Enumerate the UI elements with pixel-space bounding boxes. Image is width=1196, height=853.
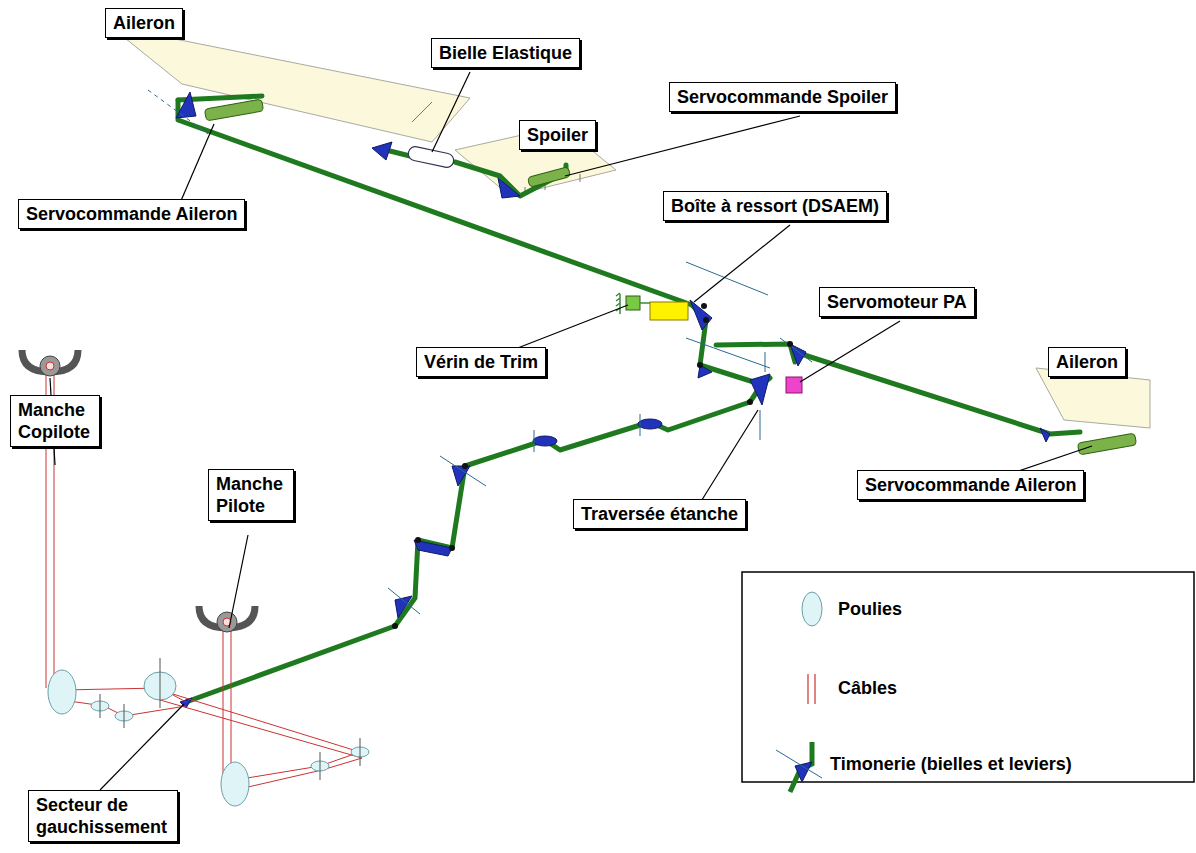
callout-label: Servomoteur PA (827, 291, 967, 313)
callout-box: Aileron (105, 8, 183, 38)
spring-box (650, 302, 688, 320)
pulleys (48, 670, 369, 806)
legend-label: Câbles (838, 677, 897, 699)
callout-box: Spoiler (519, 120, 596, 150)
callout-box: Secteur de gauchissement (28, 790, 178, 842)
callout-label: Boîte à ressort (DSAEM) (671, 195, 879, 217)
callout-label: Manche Copilote (18, 399, 92, 443)
callout-box: Vérin de Trim (416, 347, 546, 377)
trim-actuator (626, 296, 640, 310)
aileron-surface (110, 26, 470, 142)
legend-cable-sample (808, 674, 815, 704)
callout-box: Boîte à ressort (DSAEM) (663, 191, 887, 221)
callout-label: Manche Pilote (216, 473, 286, 517)
callout-box: Traversée étanche (573, 499, 746, 529)
aileron-surface (1036, 368, 1150, 428)
callout-box: Aileron (1048, 347, 1126, 377)
callout-label: Servocommande Spoiler (677, 86, 888, 108)
callout-box: Bielle Elastique (431, 38, 580, 68)
callout-label: Servocommande Aileron (26, 203, 237, 225)
callout-label: Secteur de gauchissement (36, 794, 170, 838)
callout-label: Servocommande Aileron (865, 474, 1076, 496)
callout-box: Manche Pilote (208, 469, 294, 521)
callout-label: Bielle Elastique (439, 42, 572, 64)
legend-label: Poulies (838, 598, 902, 620)
callout-label: Vérin de Trim (424, 351, 538, 373)
callout-label: Traversée étanche (581, 503, 738, 525)
pulley-axes (100, 658, 360, 780)
callout-box: Servocommande Spoiler (669, 82, 896, 112)
trim-anchor (616, 293, 650, 314)
servo-actuator (204, 99, 1136, 455)
elastic-rod (407, 145, 455, 168)
callout-box: Manche Copilote (10, 395, 100, 447)
callout-label: Aileron (113, 12, 175, 34)
callout-box: Servomoteur PA (819, 287, 975, 317)
callout-label: Spoiler (527, 124, 588, 146)
legend-label: Timonerie (bielles et leviers) (830, 753, 1072, 775)
joints (392, 303, 793, 629)
autopilot-servo (786, 377, 802, 393)
legend-linkage-sample (776, 742, 822, 792)
callout-box: Servocommande Aileron (857, 470, 1084, 500)
legend-pulley-sample (802, 592, 822, 626)
callout-box: Servocommande Aileron (18, 199, 245, 229)
callout-label: Aileron (1056, 351, 1118, 373)
